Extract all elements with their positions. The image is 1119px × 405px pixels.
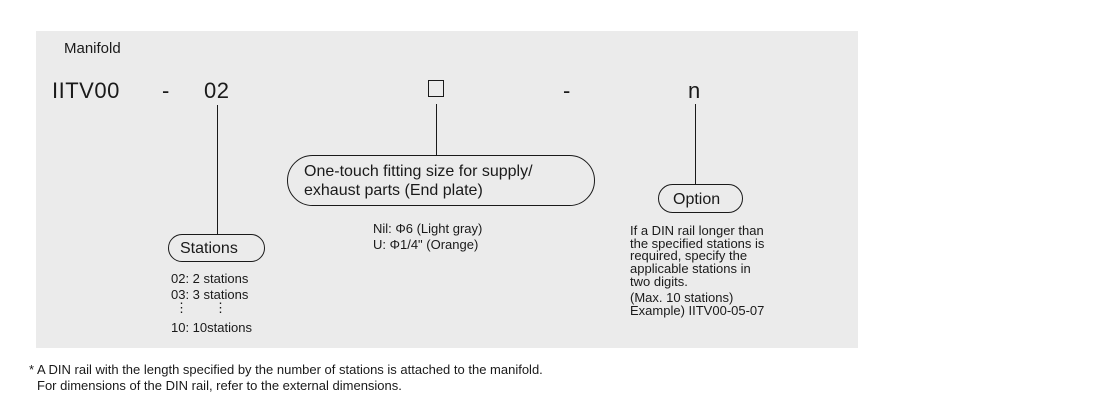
stations-ellipsis-left: ⋮ xyxy=(175,300,188,315)
code-dash-2: - xyxy=(563,78,571,103)
footnote-line-2: For dimensions of the DIN rail, refer to… xyxy=(37,378,402,393)
fitting-label-line-1: One-touch fitting size for supply/ xyxy=(304,163,533,180)
option-desc-line-1: If a DIN rail longer than xyxy=(630,223,764,238)
footnote-line-1: * A DIN rail with the length specified b… xyxy=(29,362,543,377)
option-desc-line-6: (Max. 10 stations) xyxy=(630,290,734,305)
fitting-label-line-2: exhaust parts (End plate) xyxy=(304,182,483,199)
option-desc-line-2: the specified stations is xyxy=(630,236,765,251)
fitting-size-box xyxy=(428,80,444,97)
option-leader-line xyxy=(695,104,696,184)
code-dash-1: - xyxy=(162,78,170,103)
stations-ellipsis-right: ⋮ xyxy=(214,300,227,315)
stations-label: Stations xyxy=(168,234,265,262)
fitting-leader-line xyxy=(436,104,437,155)
stations-option-10: 10: 10stations xyxy=(171,320,252,335)
fitting-option-u: U: Φ1/4" (Orange) xyxy=(373,237,479,252)
diagram-title: Manifold xyxy=(64,40,121,57)
stations-label-text: Stations xyxy=(180,240,238,257)
option-label-text: Option xyxy=(673,191,721,208)
code-option: n xyxy=(688,78,701,103)
option-desc-line-4: applicable stations in xyxy=(630,261,751,276)
stations-leader-line xyxy=(217,105,218,235)
stations-option-03: 03: 3 stations xyxy=(171,287,249,302)
code-stations: 02 xyxy=(204,78,230,103)
option-label: Option xyxy=(658,184,743,213)
fitting-label: One-touch fitting size for supply/ exhau… xyxy=(287,155,595,206)
option-desc-line-7: Example) IITV00-05-07 xyxy=(630,303,765,318)
option-desc-line-5: two digits. xyxy=(630,274,688,289)
fitting-option-nil: Nil: Φ6 (Light gray) xyxy=(373,221,483,236)
code-prefix: IITV00 xyxy=(52,78,120,103)
option-desc-line-3: required, specify the xyxy=(630,248,748,263)
stations-option-02: 02: 2 stations xyxy=(171,271,249,286)
